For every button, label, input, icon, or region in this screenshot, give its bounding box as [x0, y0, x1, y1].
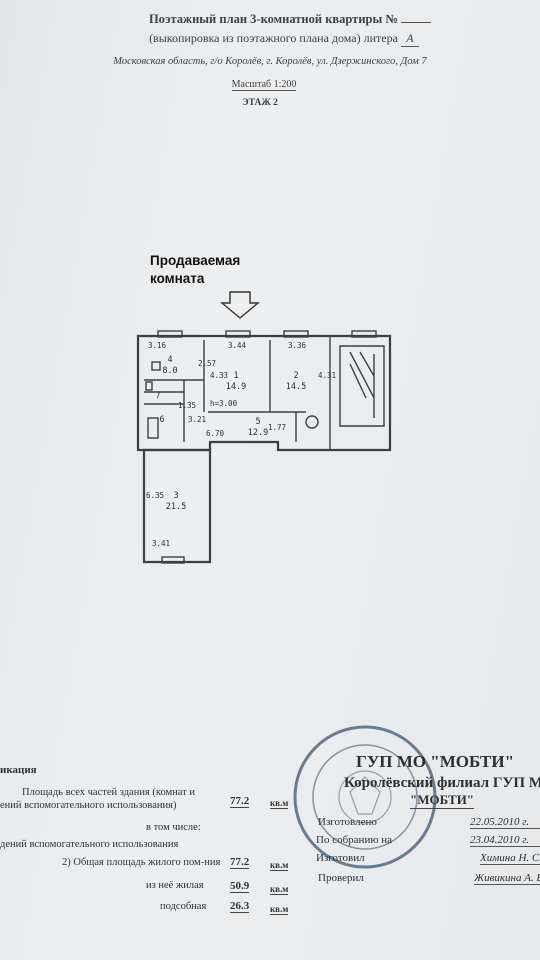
- plan-subtitle: (выкопировка из поэтажного плана дома) л…: [14, 31, 540, 47]
- exp-unit-2: кв.м: [270, 860, 289, 871]
- room-2-number: 2: [293, 371, 298, 381]
- dimension-label: 6.35: [146, 491, 164, 500]
- checked-label: Проверил: [318, 872, 364, 884]
- room-4-number: 4: [167, 355, 172, 365]
- dimension-label: 4.33: [210, 371, 228, 380]
- exp-row6-label: подсобная: [160, 901, 207, 912]
- exp-row4-label: 2) Общая площадь жилого пом-ния: [62, 857, 221, 868]
- dimension-label: 1.35: [178, 401, 196, 410]
- room-7-number: 7: [155, 391, 160, 401]
- sink-fixture: [151, 361, 161, 371]
- made-label: Изготовил: [316, 852, 365, 864]
- room-3-walls: [142, 448, 212, 564]
- room-1-area: 14.9: [226, 382, 246, 392]
- litera-value: А: [400, 31, 419, 47]
- dimension-label: 4.31: [318, 371, 336, 380]
- exp-unit-1: кв.м: [270, 798, 289, 809]
- down-arrow-icon: [220, 291, 260, 319]
- room-1-number: 1: [233, 371, 238, 381]
- exp-unit-3: кв.м: [270, 884, 289, 895]
- stove-fixture: [305, 415, 319, 429]
- exp-auxiliary-area: 26.3: [230, 900, 250, 913]
- exp-living-area: 50.9: [230, 880, 250, 893]
- room-6-number: 6: [159, 415, 164, 425]
- prepared-date: 22.05.2010 г.: [470, 816, 540, 829]
- room-5-number: 5: [255, 417, 260, 427]
- floor-plan: 48.0 114.9 214.5 7 6 512.9 321.5 3.16 3.44 3.36 2…: [136, 330, 392, 564]
- dimension-label: 3.21: [188, 415, 206, 424]
- dimension-label: 6.70: [206, 429, 225, 438]
- round-seal: [293, 725, 437, 869]
- exp-row3-label: дений вспомогательного использования: [0, 839, 179, 850]
- exp-row1-label1: Площадь всех частей здания (комнат и: [22, 787, 196, 798]
- dimension-label: 3.16: [148, 341, 167, 350]
- explication-heading: икация: [0, 764, 37, 776]
- exp-row2-label: в том числе:: [146, 822, 201, 833]
- exp-row5-label: из неё жилая: [146, 880, 204, 891]
- dimension-label: 3.36: [288, 341, 307, 350]
- selling-room-annotation: Продаваемая комната: [150, 253, 241, 286]
- room-5-area: 12.9: [248, 428, 268, 438]
- room-2-area: 14.5: [286, 382, 306, 392]
- made-by: Химина Н. С.: [480, 852, 540, 865]
- dimension-label: 2.57: [198, 359, 216, 368]
- floor-label: ЭТАЖ 2: [242, 98, 278, 108]
- prepared-label: Изготовлено: [318, 816, 377, 828]
- checked-by: Живикина А. В.: [474, 872, 540, 885]
- room-3-number: 3: [173, 491, 178, 501]
- dimension-label: 3.44: [228, 341, 247, 350]
- plan-title: Поэтажный план 3-комнатной квартиры №: [20, 12, 540, 27]
- dimension-label: 1.77: [268, 423, 286, 432]
- inspection-label: По собранию на: [316, 834, 393, 846]
- stamp-branch-short: "МОБТИ": [410, 792, 475, 809]
- ceiling-height: h=3.00: [210, 399, 238, 408]
- stamp-org: ГУП МО "МОБТИ": [356, 752, 515, 771]
- exp-unit-4: кв.м: [270, 904, 289, 915]
- room-3-area: 21.5: [166, 502, 186, 512]
- inspection-date: 23.04.2010 г.: [470, 834, 540, 847]
- address: Московская область, г/о Королёв, г. Коро…: [113, 56, 427, 67]
- exp-common-area: 77.2: [230, 856, 250, 869]
- exp-total-area: 77.2: [230, 795, 250, 808]
- scale: Масштаб 1:200: [231, 79, 297, 91]
- stamp-branch: Королёвский филиал ГУП МО: [344, 775, 540, 791]
- apartment-number: [401, 22, 432, 23]
- dimension-label: 3.41: [152, 539, 170, 548]
- exp-row1-label2: ений вспомогательного использования): [0, 800, 177, 811]
- room-4-area: 8.0: [162, 366, 177, 376]
